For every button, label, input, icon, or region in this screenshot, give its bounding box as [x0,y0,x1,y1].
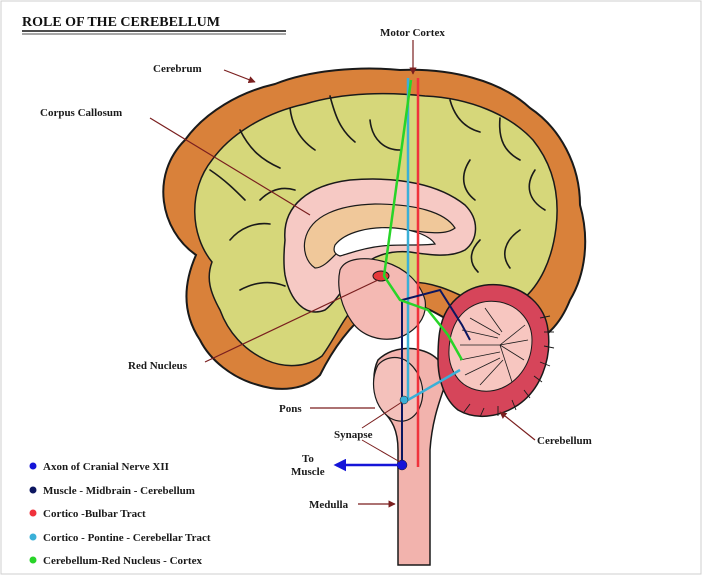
legend-label: Muscle - Midbrain - Cerebellum [43,485,195,497]
label-cerebrum: Cerebrum [153,63,202,75]
legend-item: Cortico - Pontine - Cerebellar Tract [30,532,211,544]
legend-swatch [30,463,37,470]
label-to: To [302,453,314,465]
legend-item: Cerebellum-Red Nucleus - Cortex [30,555,203,567]
legend-swatch [30,487,37,494]
leader-synapse-lower [362,440,400,462]
legend: Axon of Cranial Nerve XII Muscle - Midbr… [30,461,211,567]
label-cerebellum: Cerebellum [537,435,592,447]
label-synapse: Synapse [334,429,373,441]
legend-swatch [30,557,37,564]
label-red-nucleus: Red Nucleus [128,360,188,372]
legend-label: Cerebellum-Red Nucleus - Cortex [43,555,202,567]
diagram-title: ROLE OF THE CEREBELLUM [22,15,220,30]
legend-item: Cortico -Bulbar Tract [30,508,146,520]
legend-label: Cortico - Pontine - Cerebellar Tract [43,532,211,544]
legend-item: Axon of Cranial Nerve XII [30,461,169,473]
label-muscle: Muscle [291,466,325,478]
label-pons: Pons [279,403,302,415]
label-corpus-callosum: Corpus Callosum [40,107,122,119]
label-motor-cortex: Motor Cortex [380,27,445,39]
legend-item: Muscle - Midbrain - Cerebellum [30,485,195,497]
legend-label: Cortico -Bulbar Tract [43,508,146,520]
leader-cerebellum [500,412,535,440]
leader-cerebrum [224,70,255,82]
legend-label: Axon of Cranial Nerve XII [43,461,169,473]
legend-swatch [30,534,37,541]
legend-swatch [30,510,37,517]
label-medulla: Medulla [309,499,349,511]
